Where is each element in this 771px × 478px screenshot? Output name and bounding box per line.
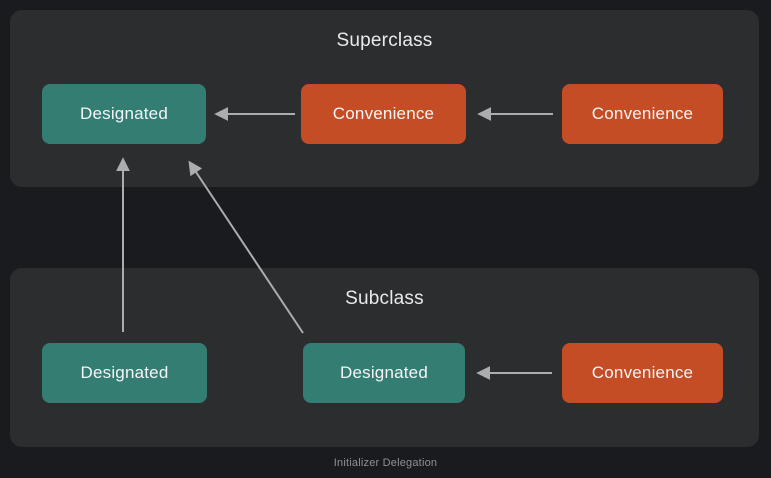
node-subclass-designated-2: Designated — [303, 343, 465, 403]
node-superclass-designated: Designated — [42, 84, 206, 144]
subclass-title: Subclass — [345, 288, 424, 309]
node-superclass-convenience-1: Convenience — [301, 84, 466, 144]
node-superclass-convenience-2: Convenience — [562, 84, 723, 144]
diagram-caption: Initializer Delegation — [333, 457, 438, 469]
superclass-title: Superclass — [336, 30, 433, 51]
node-subclass-designated-1: Designated — [42, 343, 207, 403]
node-subclass-convenience: Convenience — [562, 343, 723, 403]
